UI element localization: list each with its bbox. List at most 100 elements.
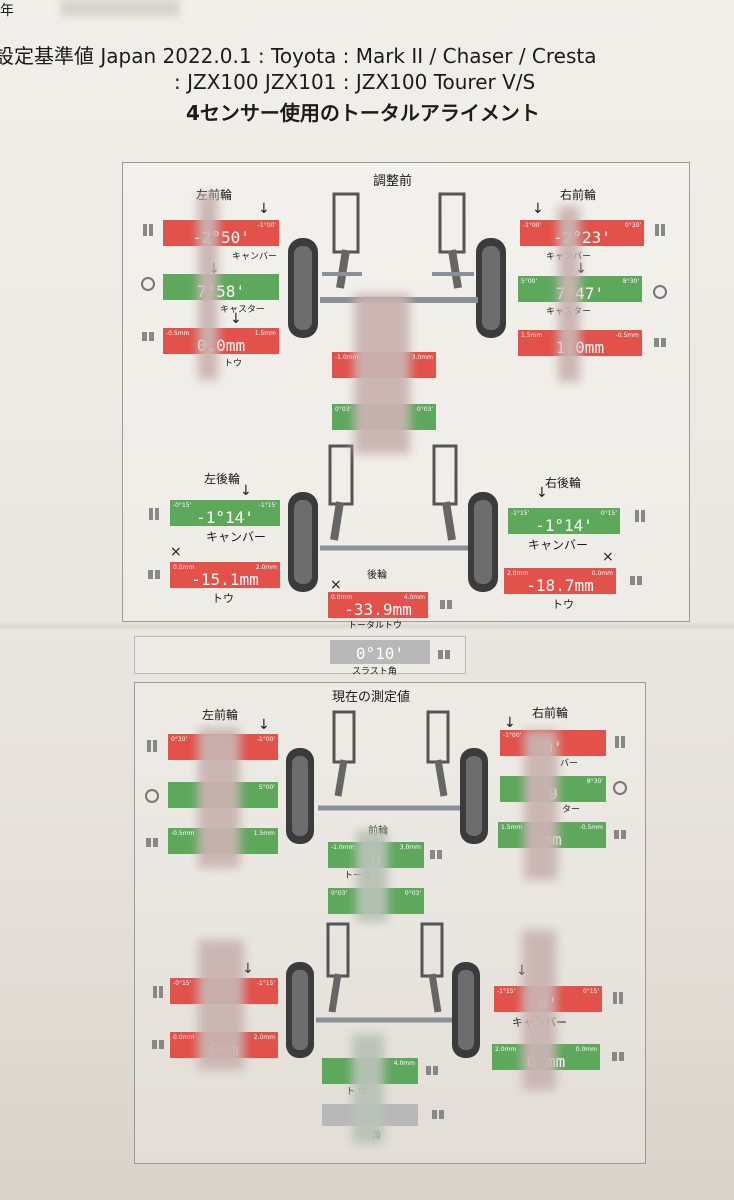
redaction-blur: [558, 206, 580, 382]
front-left-caster-value: 7°58': [196, 282, 246, 301]
redaction-blur: [198, 194, 218, 380]
target-arrow-icon: ↓: [242, 961, 254, 977]
caster-icon: [141, 277, 155, 291]
caster-caption: ター: [562, 805, 581, 815]
front-right-toe-bar: 1.5mm -0.5mm 1.0mm: [518, 330, 642, 357]
front-left-caster-bar: 7°58': [163, 274, 279, 301]
thrust-angle-bar: 0°10': [330, 640, 430, 664]
front-right-camber-value: -2°23': [553, 228, 611, 247]
thrust-angle-icon: [438, 650, 450, 659]
camber-caption: キャンバー: [206, 530, 267, 544]
front-suspension-diagram: [288, 192, 506, 338]
toe-icon: [630, 576, 642, 585]
camber-icon: [635, 510, 645, 522]
front-suspension-diagram: [286, 710, 488, 844]
front-left-camber-value: -2°50': [192, 228, 250, 247]
front-left-toe-bar: -0.5mm 1.5mm 0.0mm: [163, 328, 279, 355]
camber-icon: [149, 508, 159, 520]
redaction-blur: [356, 830, 388, 922]
toe-icon: [152, 1040, 164, 1049]
rear-right-toe-value: -18.7mm: [526, 576, 594, 595]
front-right-caster-bar: 5°00' 8°30' 7°47': [518, 276, 642, 303]
total-toe-icon: [426, 1066, 438, 1075]
rear-right-camber-value: -1°14': [535, 516, 593, 535]
front-right-wheel-label: 右前輪: [560, 188, 597, 202]
rear-left-toe-bar: 0.0mm 2.0mm -15.1mm: [170, 562, 280, 589]
rear-left-camber-bar: -0°15' -1°15' -1°14': [170, 500, 280, 527]
camber-icon: [153, 986, 163, 998]
target-arrow-icon: ↓: [536, 485, 548, 501]
redacted-header: [60, 0, 180, 16]
total-toe-caption: トータルトウ: [348, 621, 403, 631]
total-toe-icon: [430, 850, 442, 859]
out-of-spec-x-icon: ×: [602, 549, 614, 565]
spec-header-line3: 4センサー使用のトータルアライメント: [186, 101, 540, 125]
target-arrow-icon: ↓: [504, 715, 516, 731]
front-right-camber-bar: -1°00' 0°30' -2°23': [520, 220, 644, 247]
toe-icon: [146, 838, 158, 847]
caster-icon: [145, 789, 159, 803]
redaction-blur: [198, 940, 244, 1070]
panel-title: 現在の測定値: [332, 690, 411, 705]
front-left-toe-value: 0.0mm: [196, 336, 246, 355]
toe-icon: [148, 570, 160, 579]
toe-icon: [142, 332, 154, 341]
rear-suspension-diagram: [288, 444, 498, 592]
caster-caption: キャスター: [220, 305, 266, 315]
toe-icon: [612, 1052, 624, 1061]
redaction-blur: [354, 294, 410, 454]
target-arrow-icon: ↓: [516, 964, 528, 978]
corner-text: 年: [0, 3, 14, 19]
camber-caption: バー: [560, 759, 579, 769]
front-left-camber-bar: -1°00' -2°50': [163, 220, 279, 247]
spec-header-line1: 設定基準値 Japan 2022.0.1 : Toyota : Mark II …: [0, 44, 597, 68]
panel-title: 調整前: [373, 174, 413, 189]
front-right-wheel-label: 右前輪: [532, 706, 569, 720]
camber-icon: [655, 224, 665, 236]
rear-total-toe-bar: 0.0mm 4.0mm -33.9mm: [328, 592, 428, 619]
camber-caption: キャンバー: [528, 538, 589, 552]
target-arrow-icon: ↓: [258, 717, 270, 733]
thrust-angle-value: 0°10': [355, 644, 405, 663]
rear-total-toe-value: -33.9mm: [344, 600, 412, 619]
rear-left-wheel-label: 左後輪: [204, 472, 241, 486]
camber-caption: キャンバー: [232, 252, 278, 262]
toe-caption: トウ: [224, 359, 243, 369]
rear-left-toe-value: -15.1mm: [191, 570, 259, 589]
toe-icon: [654, 338, 666, 347]
rear-left-camber-value: -1°14': [196, 508, 254, 527]
camber-icon: [613, 992, 623, 1004]
rear-suspension-diagram: [286, 922, 480, 1058]
redaction-blur: [522, 930, 556, 1090]
target-arrow-icon: ↓: [532, 201, 544, 217]
redaction-blur: [524, 730, 558, 880]
target-arrow-icon: ↓: [230, 311, 242, 327]
toe-icon: [614, 830, 626, 839]
spec-header-line2: : JZX100 JZX101 : JZX100 Tourer V/S: [174, 70, 536, 94]
camber-icon: [143, 224, 153, 236]
thrust-caption: スラスト角: [352, 667, 397, 677]
rear-right-wheel-label: 右後輪: [545, 476, 582, 490]
caster-icon: [653, 285, 667, 299]
front-right-caster-value: 7°47': [518, 284, 642, 303]
redaction-blur: [352, 1034, 384, 1144]
front-right-toe-value: 1.0mm: [518, 338, 642, 357]
toe-caption: トウ: [212, 592, 234, 605]
target-arrow-icon: ↓: [258, 201, 270, 217]
total-toe-icon: [440, 600, 452, 609]
paper-fold: [0, 622, 734, 630]
camber-icon: [147, 740, 157, 752]
out-of-spec-x-icon: ×: [330, 577, 342, 593]
caster-icon: [613, 781, 627, 795]
camber-icon: [615, 736, 625, 748]
redaction-blur: [198, 728, 240, 868]
rear-right-camber-bar: -1°15' 0°15' -1°14': [508, 508, 620, 535]
rear-right-toe-bar: 2.0mm 0.0mm -18.7mm: [504, 568, 616, 595]
target-arrow-icon: ↓: [575, 261, 587, 277]
thrust-angle-icon: [432, 1110, 444, 1119]
toe-caption: トウ: [552, 598, 574, 611]
rear-axle-label: 後輪: [367, 570, 387, 581]
front-left-wheel-label: 左前輪: [202, 708, 239, 722]
target-arrow-icon: ↓: [240, 483, 252, 499]
out-of-spec-x-icon: ×: [170, 544, 182, 560]
